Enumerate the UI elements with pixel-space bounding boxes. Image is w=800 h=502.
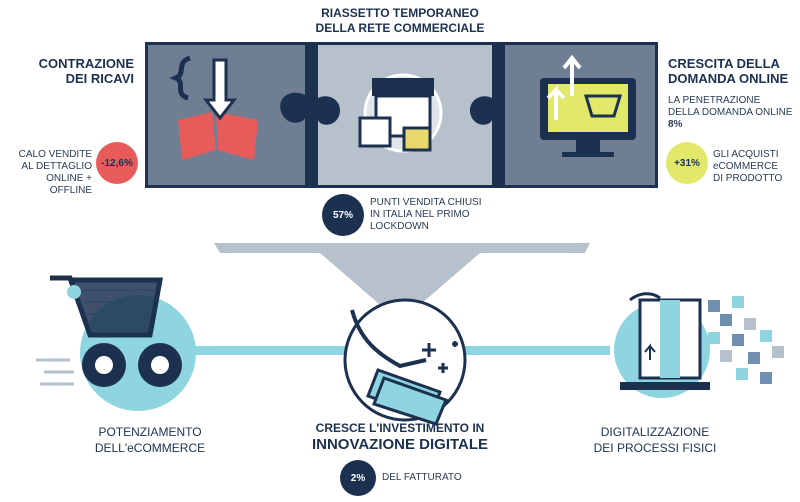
right-title: CRESCITA DELLA DOMANDA ONLINE: [668, 56, 796, 86]
closed-shop-icon: [358, 73, 443, 153]
right-title-line-1: CRESCITA DELLA: [668, 56, 780, 71]
left-stat-label-line-2: AL DETTAGLIO: [21, 161, 92, 172]
right-stat-label-line-2: eCOMMERCE: [713, 161, 779, 172]
cart-icon: [36, 275, 196, 411]
header-line-1: RIASSETTO TEMPORANEO: [321, 6, 479, 20]
header-title: RIASSETTO TEMPORANEO DELLA RETE COMMERCI…: [0, 6, 800, 36]
bottom-right-line-1: DIGITALIZZAZIONE: [600, 425, 710, 439]
center-stat-label-line-3: LOCKDOWN: [370, 221, 429, 232]
online-shop-icon: [540, 54, 636, 157]
left-title: CONTRAZIONE DEI RICAVI: [20, 56, 134, 86]
center-stat-label-line-2: IN ITALIA NEL PRIMO: [370, 209, 470, 220]
center-stat-label: PUNTI VENDITA CHIUSI IN ITALIA NEL PRIMO…: [370, 197, 500, 233]
right-note: LA PENETRAZIONE DELLA DOMANDA ONLINE 8%: [668, 95, 796, 131]
revenue-drop-icon: [169, 55, 258, 160]
digital-box-icon: [614, 292, 784, 398]
left-title-line-1: CONTRAZIONE: [38, 56, 134, 71]
left-stat-label-line-1: CALO VENDITE: [18, 149, 92, 160]
left-stat-label-line-3: ONLINE + OFFLINE: [46, 173, 92, 196]
center-stat-badge: 57%: [322, 194, 364, 236]
hand-money-icon: [343, 298, 467, 426]
right-note-line-1: LA PENETRAZIONE: [668, 95, 761, 106]
left-stat-label: CALO VENDITE AL DETTAGLIO ONLINE + OFFLI…: [4, 149, 92, 197]
bottom-center-line-2: INNOVAZIONE DIGITALE: [311, 436, 489, 453]
right-title-line-2: DOMANDA ONLINE: [668, 71, 789, 86]
bottom-center-line-1: CRESCE L'INVESTIMENTO IN: [315, 421, 485, 435]
left-stat-badge: -12,6%: [96, 142, 138, 184]
right-stat-badge: +31%: [666, 142, 708, 184]
right-stat-label-line-3: DI PRODOTTO: [713, 173, 783, 184]
center-stat-label-line-1: PUNTI VENDITA CHIUSI: [370, 197, 482, 208]
bottom-center-badge: 2%: [340, 460, 376, 496]
funnel-shape: [214, 243, 590, 322]
right-stat-label: GLI ACQUISTI eCOMMERCE DI PRODOTTO: [713, 149, 797, 185]
bottom-right-label: DIGITALIZZAZIONE DEI PROCESSI FISICI: [560, 424, 750, 456]
left-title-line-2: DEI RICAVI: [65, 71, 134, 86]
bottom-center-value-label: DEL FATTURATO: [382, 472, 462, 483]
bottom-right-line-2: DEI PROCESSI FISICI: [593, 441, 717, 455]
bottom-left-line-1: POTENZIAMENTO: [98, 425, 202, 439]
right-note-line-2: DELLA DOMANDA ONLINE: [668, 107, 793, 118]
bottom-left-label: POTENZIAMENTO DELL'eCOMMERCE: [60, 424, 240, 456]
bottom-center-title: CRESCE L'INVESTIMENTO IN INNOVAZIONE DIG…: [270, 421, 530, 454]
header-line-2: DELLA RETE COMMERCIALE: [315, 21, 485, 35]
right-note-value: 8%: [668, 119, 683, 130]
bottom-left-line-2: DELL'eCOMMERCE: [94, 441, 206, 455]
right-stat-label-line-1: GLI ACQUISTI: [713, 149, 779, 160]
